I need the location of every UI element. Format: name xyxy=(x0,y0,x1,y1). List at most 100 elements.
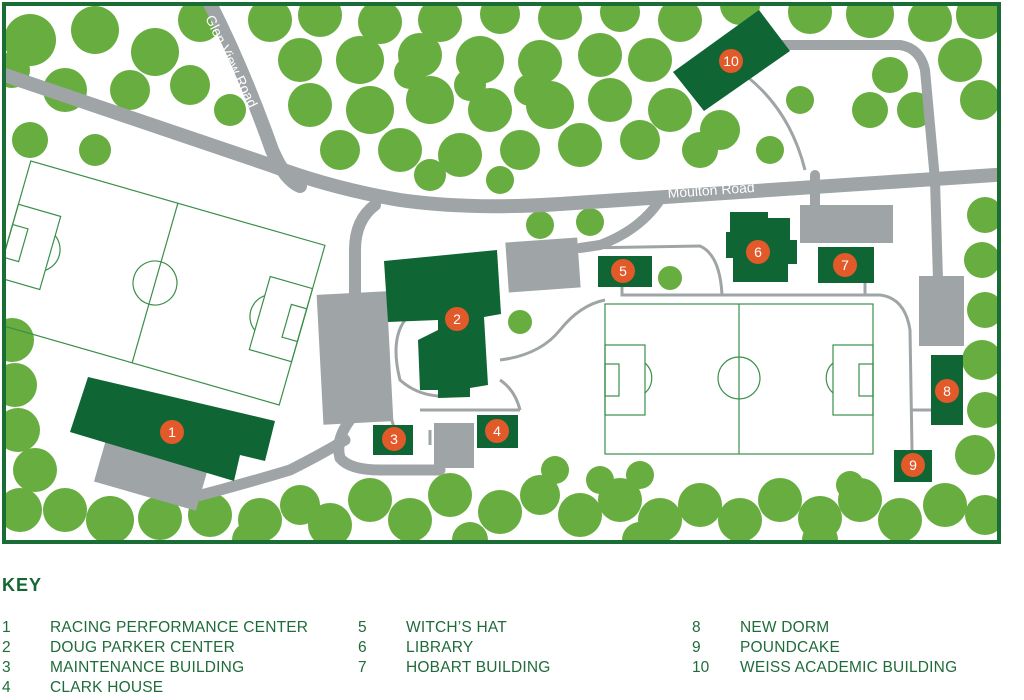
tree xyxy=(588,78,632,122)
building-marker-9[interactable]: 9 xyxy=(901,453,925,477)
key-item-label: RACING PERFORMANCE CENTER xyxy=(50,619,309,636)
key-item-label: LIBRARY xyxy=(406,639,474,656)
building-marker-2[interactable]: 2 xyxy=(445,307,469,331)
building-marker-6[interactable]: 6 xyxy=(746,240,770,264)
marker-circle xyxy=(485,419,509,443)
building-marker-3[interactable]: 3 xyxy=(382,427,406,451)
tree xyxy=(6,14,56,66)
moulton-road-label: Moulton Road xyxy=(667,179,755,201)
marker-number: 3 xyxy=(390,431,398,447)
marker-number: 6 xyxy=(754,244,762,260)
tree xyxy=(718,498,762,540)
tree xyxy=(378,128,422,172)
tree xyxy=(658,266,682,290)
key-item-number: 1 xyxy=(2,619,11,636)
tree xyxy=(578,33,622,77)
tree xyxy=(358,6,402,44)
key-item-number: 3 xyxy=(2,659,11,676)
key-item-number: 8 xyxy=(692,619,701,636)
gray-building-north xyxy=(505,237,581,293)
tree xyxy=(214,94,246,126)
building-marker-1[interactable]: 1 xyxy=(160,420,184,444)
campus-loop-road xyxy=(349,199,381,306)
tree xyxy=(964,242,997,278)
tree xyxy=(626,461,654,489)
tree xyxy=(872,57,908,93)
tree xyxy=(965,495,997,535)
marker-number: 7 xyxy=(841,257,849,273)
tree xyxy=(71,6,119,54)
tree xyxy=(280,485,320,525)
tree xyxy=(678,483,722,527)
tree xyxy=(43,488,87,532)
gray-building-south xyxy=(434,423,474,468)
tree xyxy=(6,488,42,532)
tree xyxy=(346,86,394,134)
tree xyxy=(6,408,40,452)
paths xyxy=(388,73,935,451)
key-item-number: 9 xyxy=(692,639,701,656)
tree xyxy=(170,65,210,105)
key-item-label: NEW DORM xyxy=(740,619,830,636)
tree xyxy=(802,522,838,540)
key-item-number: 7 xyxy=(358,659,367,676)
marker-number: 8 xyxy=(943,383,951,399)
tree xyxy=(6,363,37,407)
building-marker-10[interactable]: 10 xyxy=(719,49,743,73)
building-marker-7[interactable]: 7 xyxy=(833,253,857,277)
tree xyxy=(600,6,640,32)
marker-circle xyxy=(382,427,406,451)
key-item-label: DOUG PARKER CENTER xyxy=(50,639,236,656)
tree xyxy=(576,208,604,236)
marker-circle xyxy=(935,379,959,403)
tree xyxy=(348,478,392,522)
marker-number: 5 xyxy=(619,263,627,279)
tree xyxy=(648,88,692,132)
tree xyxy=(526,211,554,239)
marker-number: 10 xyxy=(723,53,739,69)
building-marker-8[interactable]: 8 xyxy=(935,379,959,403)
tree xyxy=(188,493,232,537)
side-road-west xyxy=(333,414,446,476)
tree xyxy=(486,166,514,194)
key-item-label: CLARK HOUSE xyxy=(50,679,164,696)
building-marker-4[interactable]: 4 xyxy=(485,419,509,443)
tree xyxy=(658,6,702,42)
tree xyxy=(967,292,997,328)
marker-circle xyxy=(901,453,925,477)
tree xyxy=(478,490,522,534)
tree xyxy=(967,197,997,233)
key-item-label: HOBART BUILDING xyxy=(406,659,551,676)
building-markers: 1 2 3 4 5 6 7 8 9 10 xyxy=(160,49,959,477)
key-item-label: MAINTENANCE BUILDING xyxy=(50,659,245,676)
key-item-number: 2 xyxy=(2,639,11,656)
tree xyxy=(388,498,432,540)
gray-building-east xyxy=(800,205,893,243)
tree xyxy=(620,120,660,160)
tree xyxy=(248,6,292,42)
tree xyxy=(232,522,268,540)
lower-drive xyxy=(184,434,351,504)
tree xyxy=(786,86,814,114)
tree xyxy=(514,74,546,106)
tree xyxy=(12,122,48,158)
key-heading: KEY xyxy=(2,575,43,595)
marker-circle xyxy=(160,420,184,444)
tree xyxy=(86,496,134,540)
tree xyxy=(320,130,360,170)
north-drive xyxy=(755,40,943,285)
key-item-label: WITCH’S HAT xyxy=(406,619,507,636)
tree xyxy=(131,28,179,76)
tree xyxy=(622,522,658,540)
tree xyxy=(788,6,832,34)
marker-number: 2 xyxy=(453,311,461,327)
tree xyxy=(558,123,602,167)
tree xyxy=(878,498,922,540)
tree xyxy=(756,136,784,164)
tree xyxy=(508,310,532,334)
tree xyxy=(418,6,462,42)
building-marker-5[interactable]: 5 xyxy=(611,259,635,283)
tree xyxy=(480,6,520,34)
tree xyxy=(288,83,332,127)
tree xyxy=(110,70,150,110)
